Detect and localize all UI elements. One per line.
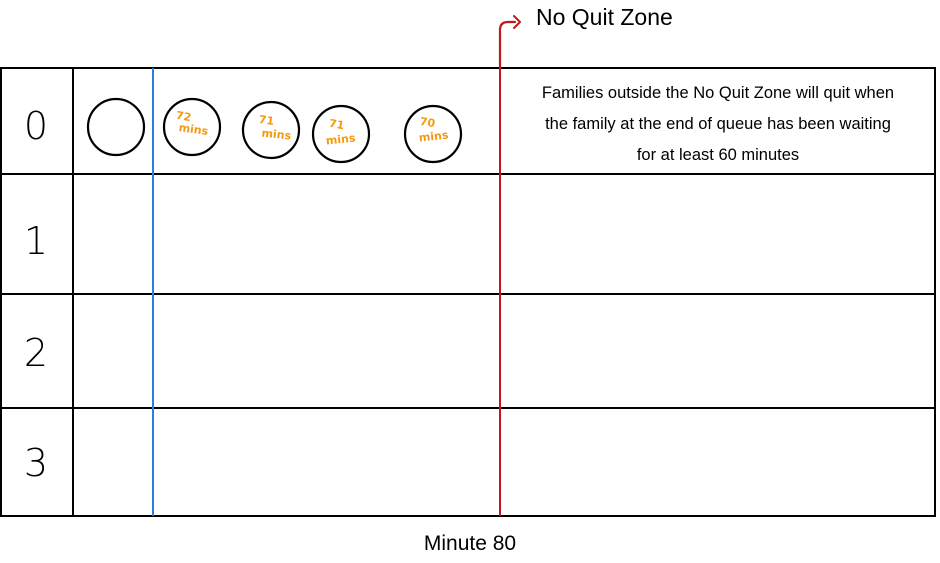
arrow-head-icon [513,15,521,29]
wait-unit: mins [325,131,356,147]
waiting-family-1: 72 mins [162,97,222,157]
rule-note: Families outside the No Quit Zone will q… [502,78,934,171]
time-label: Minute 80 [423,532,517,555]
wait-unit: mins [261,127,292,143]
family-circle [311,104,371,164]
row-label-3: 3 [24,441,48,485]
waiting-family-3: 71 mins [311,104,371,164]
wait-value: 72 [175,109,192,124]
rule-note-line: for at least 60 minutes [636,146,800,164]
family-circle [403,104,463,164]
served-family-circle [86,97,146,157]
waiting-family-2: 71 mins [241,100,301,160]
wait-value: 71 [328,117,345,132]
rule-note-line: the family at the end of queue has been … [545,115,891,133]
wait-value: 71 [258,113,275,128]
waiting-family-4: 70 mins [403,104,463,164]
grid-frame [0,67,936,517]
rule-note-line: Families outside the No Quit Zone will q… [541,84,895,102]
wait-unit: mins [178,121,210,138]
row-label-1: 1 [24,219,48,263]
family-circle [241,100,301,160]
wait-unit: mins [418,128,449,144]
row-label-2: 2 [24,331,48,375]
row-label-0: 0 [24,104,48,148]
boundary-pointer [498,20,517,70]
family-circle [162,97,222,157]
no-quit-zone-label: No Quit Zone [536,4,673,30]
wait-value: 70 [419,115,436,130]
